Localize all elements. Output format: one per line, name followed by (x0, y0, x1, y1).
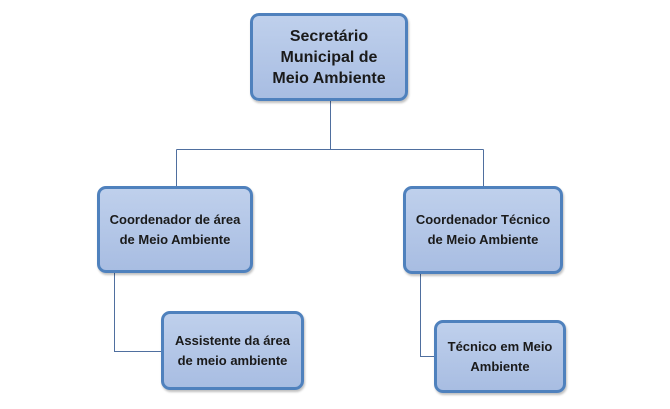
node-coordenador-area: Coordenador de área de Meio Ambiente (97, 186, 253, 273)
node-label-line: Ambiente (470, 358, 530, 374)
node-label-line: Municipal de (280, 48, 378, 66)
node-label-line: de meio ambiente (177, 352, 288, 368)
connector-coord-tec-to-tecnico (420, 274, 434, 357)
node-label-line: Secretário (289, 27, 369, 45)
node-label-line: Técnico em Meio (447, 338, 553, 354)
node-label-line: de Meio Ambiente (119, 231, 231, 247)
node-label-line: Meio Ambiente (272, 69, 386, 87)
node-label-line: Coordenador Técnico (415, 212, 551, 227)
node-coordenador-tecnico: Coordenador Técnico de Meio Ambiente (403, 186, 563, 274)
node-assistente-area: Assistente da área de meio ambiente (161, 311, 304, 390)
node-label-line: Assistente da área (175, 332, 290, 348)
node-secretario-municipal: Secretário Municipal de Meio Ambiente (250, 13, 408, 101)
node-label-line: Coordenador de área (109, 211, 241, 227)
node-label-line: de Meio Ambiente (427, 232, 539, 247)
node-tecnico-meio-ambiente: Técnico em Meio Ambiente (434, 320, 566, 393)
connector-coord-area-to-assist (114, 273, 161, 352)
